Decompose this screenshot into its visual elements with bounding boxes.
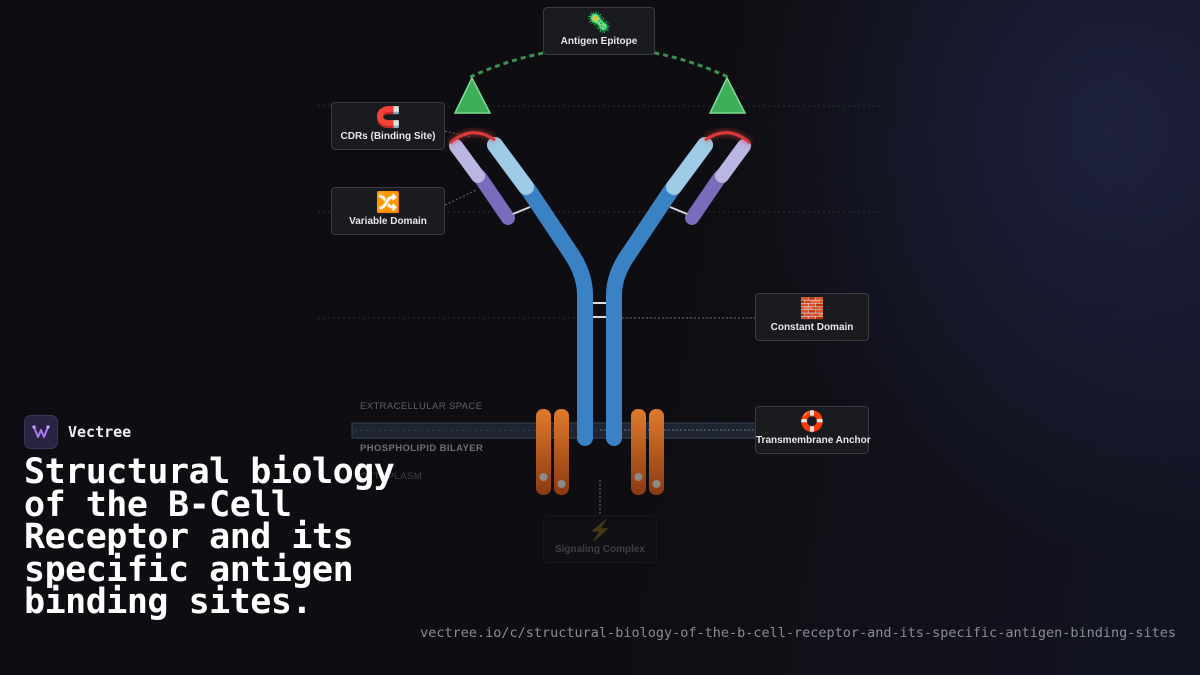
transmembrane-anchor-label: Transmembrane Anchor [756, 435, 871, 446]
transmembrane-proteins [536, 409, 664, 495]
guide-lines [318, 105, 880, 319]
page-url[interactable]: vectree.io/c/structural-biology-of-the-b… [420, 625, 1176, 641]
transmembrane-anchor-card[interactable]: 🛟 Transmembrane Anchor [755, 406, 871, 454]
itam-dots [539, 473, 661, 488]
cdrs-label: CDRs (Binding Site) [340, 131, 436, 142]
signaling-complex-label: Signaling Complex [554, 544, 645, 555]
cdrs-card[interactable]: 🧲 CDRs (Binding Site) [331, 102, 445, 150]
cdr-loops [449, 131, 751, 145]
card-connectors [444, 130, 755, 515]
variable-domain-label: Variable Domain [349, 216, 427, 227]
antigen-epitope-label: Antigen Epitope [560, 36, 638, 47]
page-title: Structural biology of the B-Cell Recepto… [24, 452, 395, 622]
variable-domain-card[interactable]: 🔀 Variable Domain [331, 187, 445, 235]
bilayer-label: PHOSPHOLIPID BILAYER [360, 443, 484, 454]
constant-domain-label: Constant Domain [770, 322, 854, 333]
heavy-variable-regions [487, 137, 713, 195]
shuffle-icon: 🔀 [375, 192, 401, 214]
antigen-triangles [453, 76, 747, 114]
signaling-complex-card[interactable]: ⚡ Signaling Complex [543, 515, 657, 563]
ring-buoy-icon: 🛟 [799, 411, 825, 433]
magnet-icon: 🧲 [375, 107, 401, 129]
vectree-logo-icon [24, 415, 58, 449]
microbe-icon: 🦠 [586, 12, 612, 34]
lightning-icon: ⚡ [587, 520, 613, 542]
constant-domain-card[interactable]: 🧱 Constant Domain [755, 293, 869, 341]
heavy-chains [487, 137, 713, 446]
antigen-epitope-card[interactable]: 🦠 Antigen Epitope [543, 7, 655, 55]
brand: Vectree [24, 415, 131, 449]
cytoplasm-label: CYTOPLASM [360, 471, 423, 482]
extracellular-label: EXTRACELLULAR SPACE [360, 401, 483, 412]
brand-name: Vectree [68, 423, 132, 441]
light-variable-regions [449, 139, 751, 183]
brick-icon: 🧱 [799, 298, 825, 320]
disulfide-bonds [512, 206, 688, 318]
light-chains [473, 170, 727, 225]
